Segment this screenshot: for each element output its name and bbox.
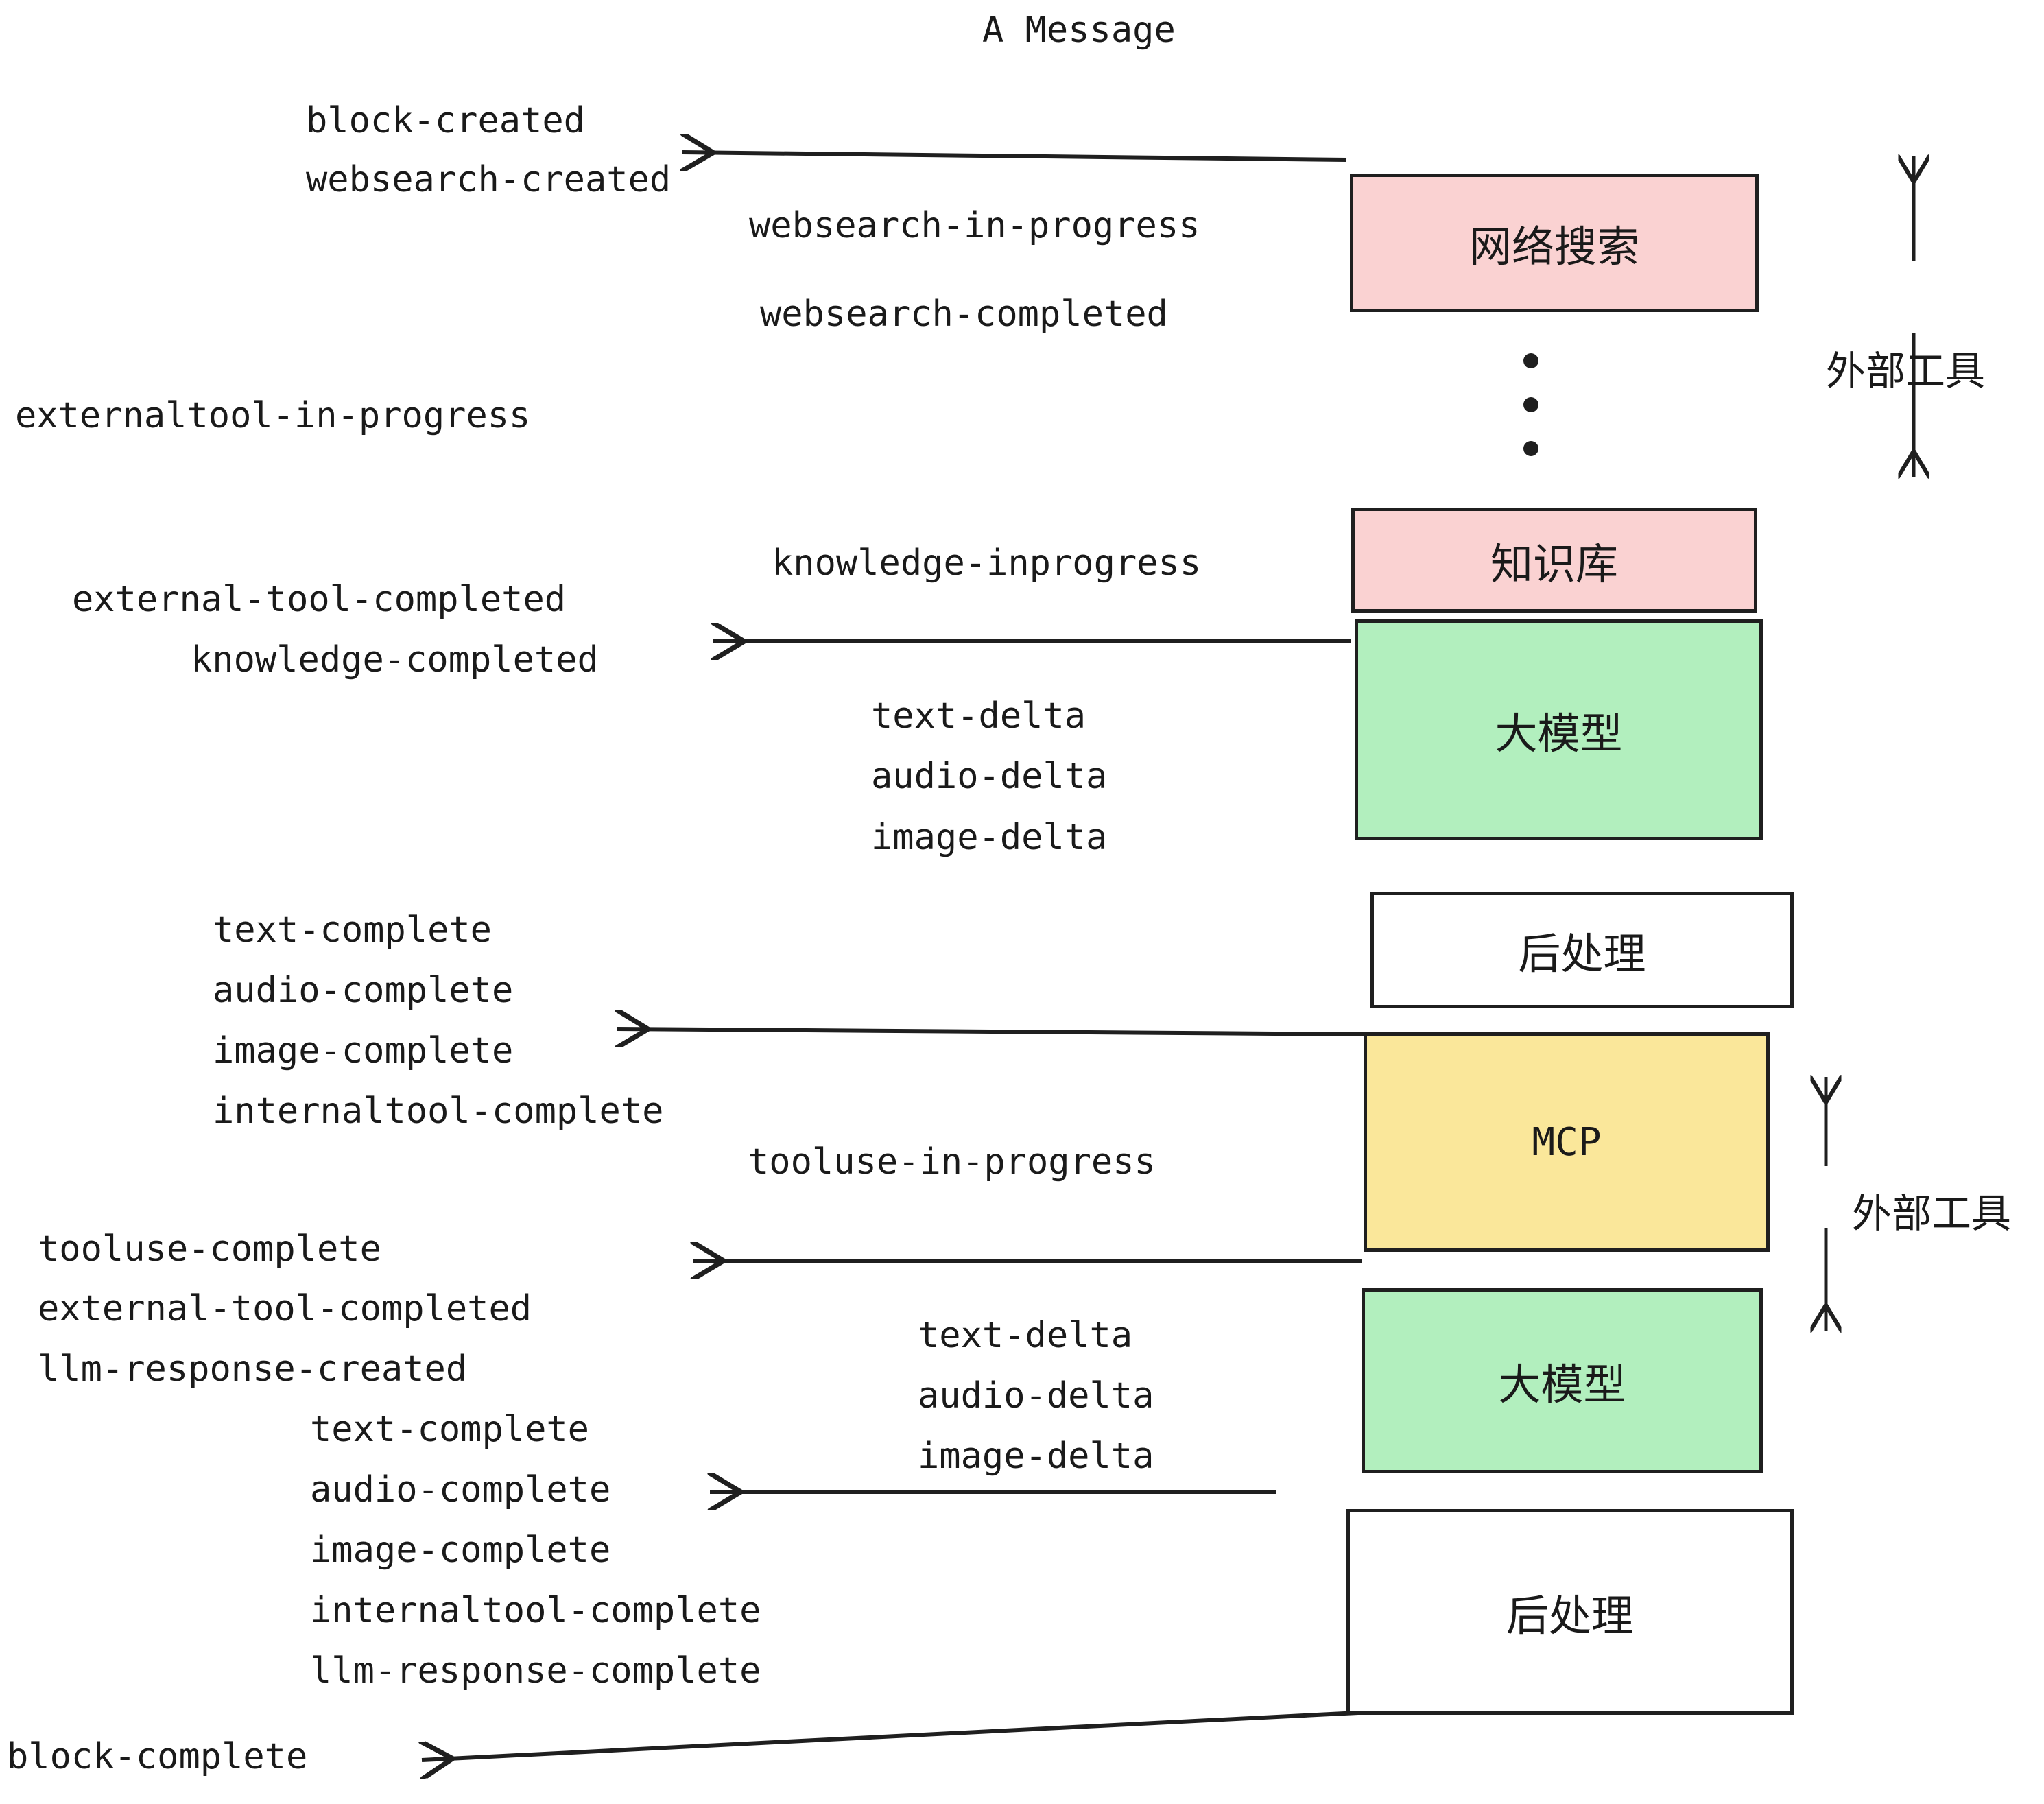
node-mcp[interactable]: MCP [1364, 1032, 1770, 1252]
arrow-post2-to-block-complete [422, 1711, 1359, 1760]
node-postprocess-1-label: 后处理 [1518, 929, 1646, 979]
event-audio-delta-2: audio-delta [918, 1375, 1154, 1416]
event-block-created: block-created [306, 100, 585, 141]
event-llm-response-complete: llm-response-complete [310, 1650, 761, 1692]
node-llm-1-label: 大模型 [1495, 709, 1623, 759]
event-websearch-in-progress: websearch-in-progress [749, 205, 1200, 246]
event-internaltool-complete-2: internaltool-complete [310, 1590, 761, 1631]
node-postprocess-2[interactable]: 后处理 [1346, 1509, 1794, 1715]
arrow-websearch-to-created [682, 152, 1347, 160]
event-knowledge-completed: knowledge-completed [191, 639, 599, 680]
event-text-delta-2: text-delta [918, 1315, 1133, 1356]
node-mcp-label: MCP [1532, 1119, 1602, 1165]
event-image-complete-2: image-complete [310, 1530, 611, 1571]
node-websearch[interactable]: 网络搜索 [1350, 174, 1759, 312]
vertical-ellipsis-icon [1523, 353, 1539, 456]
event-external-tool-completed-2: external-tool-completed [38, 1288, 532, 1329]
event-image-complete-1: image-complete [213, 1030, 514, 1071]
event-text-complete-1: text-complete [213, 910, 492, 951]
side-label-external-tool-bottom: 外部工具 [1852, 1190, 2012, 1237]
node-llm-2-label: 大模型 [1498, 1360, 1626, 1410]
event-knowledge-inprogress: knowledge-inprogress [772, 543, 1202, 584]
event-externaltool-in-progress: externaltool-in-progress [15, 395, 531, 436]
node-postprocess-1[interactable]: 后处理 [1370, 892, 1794, 1008]
event-tooluse-complete: tooluse-complete [38, 1229, 381, 1270]
event-text-delta-1: text-delta [871, 696, 1086, 737]
event-llm-response-created: llm-response-created [38, 1349, 468, 1390]
event-external-tool-completed-1: external-tool-completed [72, 579, 567, 620]
event-audio-delta-1: audio-delta [871, 756, 1108, 797]
event-block-complete: block-complete [7, 1736, 308, 1777]
arrow-llm1-to-image-complete [617, 1029, 1369, 1034]
event-tooluse-in-progress: tooluse-in-progress [748, 1141, 1156, 1183]
event-text-complete-2: text-complete [310, 1409, 589, 1450]
node-websearch-label: 网络搜索 [1469, 222, 1639, 272]
node-llm-1[interactable]: 大模型 [1355, 619, 1763, 840]
side-label-external-tool-top: 外部工具 [1826, 348, 1986, 394]
event-internaltool-complete-1: internaltool-complete [213, 1091, 664, 1132]
page-title: A Message [982, 10, 1176, 51]
event-audio-complete-2: audio-complete [310, 1469, 611, 1510]
event-image-delta-1: image-delta [871, 817, 1108, 858]
node-llm-2[interactable]: 大模型 [1362, 1288, 1763, 1473]
node-knowledge-label: 知识库 [1490, 538, 1618, 589]
node-postprocess-2-label: 后处理 [1506, 1591, 1634, 1641]
event-audio-complete-1: audio-complete [213, 970, 514, 1011]
event-websearch-completed: websearch-completed [760, 294, 1168, 335]
node-knowledge[interactable]: 知识库 [1351, 508, 1757, 613]
event-websearch-created: websearch-created [306, 159, 672, 200]
event-image-delta-2: image-delta [918, 1436, 1154, 1477]
